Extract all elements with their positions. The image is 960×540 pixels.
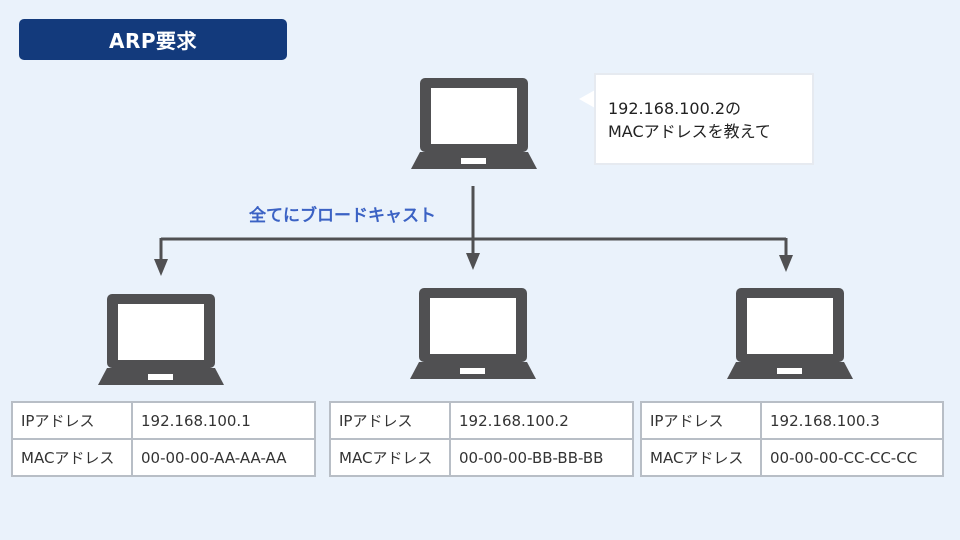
mac-value: 00-00-00-BB-BB-BB	[449, 438, 634, 477]
callout-line-2: MACアドレスを教えて	[608, 122, 771, 141]
speech-bubble: 192.168.100.2の MACアドレスを教えて	[594, 73, 814, 165]
ip-value: 192.168.100.1	[131, 401, 316, 440]
title-badge: ARP要求	[19, 19, 287, 60]
sender-laptop-icon	[411, 78, 537, 169]
mac-value: 00-00-00-AA-AA-AA	[131, 438, 316, 477]
ip-label: IPアドレス	[640, 401, 762, 440]
arrowhead-left-icon	[154, 259, 168, 276]
ip-value: 192.168.100.2	[449, 401, 634, 440]
page-title: ARP要求	[108, 29, 198, 53]
host-3-table: IPアドレス 192.168.100.3 MACアドレス 00-00-00-CC…	[640, 401, 944, 477]
host-1-table: IPアドレス 192.168.100.1 MACアドレス 00-00-00-AA…	[11, 401, 316, 477]
callout-tail	[579, 90, 595, 108]
broadcast-label: 全てにブロードキャスト	[249, 206, 436, 226]
ip-value: 192.168.100.3	[760, 401, 944, 440]
host-2-laptop-icon	[410, 288, 536, 379]
host-3-laptop-icon	[727, 288, 853, 379]
host-2-table: IPアドレス 192.168.100.2 MACアドレス 00-00-00-BB…	[329, 401, 634, 477]
table-row: IPアドレス 192.168.100.3	[640, 401, 944, 440]
table-row: IPアドレス 192.168.100.2	[329, 401, 634, 440]
table-row: MACアドレス 00-00-00-BB-BB-BB	[329, 438, 634, 477]
arrowhead-center-icon	[466, 253, 480, 270]
host-1-laptop-icon	[98, 294, 224, 385]
mac-label: MACアドレス	[329, 438, 451, 477]
table-row: MACアドレス 00-00-00-AA-AA-AA	[11, 438, 316, 477]
ip-label: IPアドレス	[11, 401, 133, 440]
callout-line-1: 192.168.100.2の	[608, 99, 742, 118]
table-row: MACアドレス 00-00-00-CC-CC-CC	[640, 438, 944, 477]
table-row: IPアドレス 192.168.100.1	[11, 401, 316, 440]
mac-label: MACアドレス	[640, 438, 762, 477]
arrowhead-right-icon	[779, 255, 793, 272]
mac-label: MACアドレス	[11, 438, 133, 477]
mac-value: 00-00-00-CC-CC-CC	[760, 438, 944, 477]
ip-label: IPアドレス	[329, 401, 451, 440]
